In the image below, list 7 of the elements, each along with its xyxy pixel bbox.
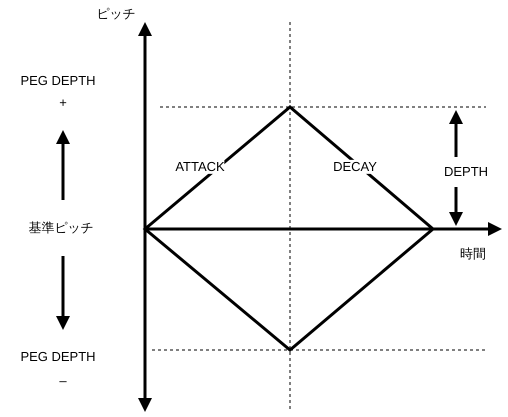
axis-label: ピッチ	[96, 6, 136, 22]
axis-label: PEG DEPTH	[20, 350, 96, 364]
axis-label: 時間	[460, 246, 486, 262]
axis-label: ATTACK	[175, 160, 225, 174]
axis-label: 基準ピッチ	[28, 220, 94, 236]
axis-label: DECAY	[333, 160, 377, 174]
axis-label: PEG DEPTH	[20, 74, 96, 88]
